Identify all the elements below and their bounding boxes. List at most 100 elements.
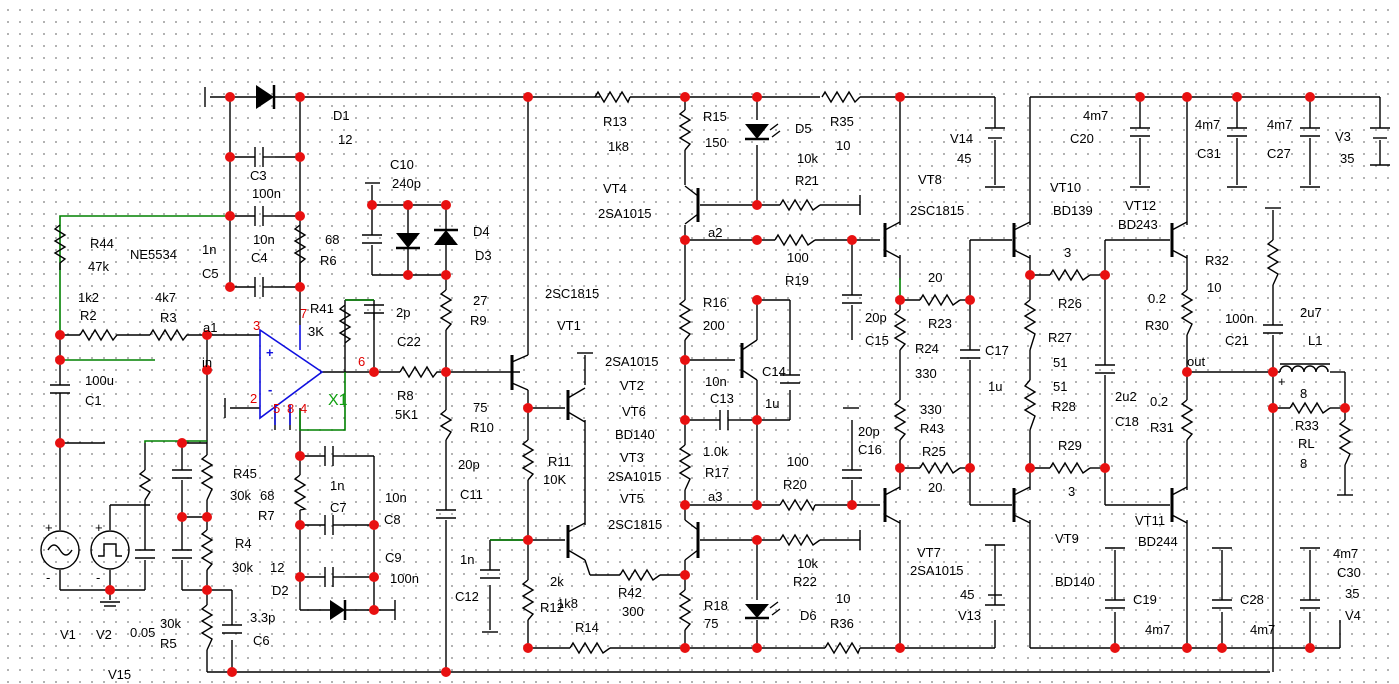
value-c19: 4m7	[1145, 622, 1170, 637]
resistor-r23	[919, 293, 961, 307]
value-c16: 20p	[858, 424, 880, 439]
value-r33: 8	[1300, 386, 1307, 401]
part-vt4: 2SA1015	[598, 206, 652, 221]
part-vt7: 2SA1015	[910, 563, 964, 578]
resistor-r44	[53, 224, 67, 270]
value-r15: 150	[705, 135, 727, 150]
value-d1: 12	[338, 132, 352, 147]
label-r35: R35	[830, 114, 854, 129]
resistor-r15	[678, 109, 692, 151]
label-r22: R22	[793, 574, 817, 589]
label-r25: R25	[922, 444, 946, 459]
value-r17: 1.0k	[703, 444, 728, 459]
value-c21: 100n	[1225, 311, 1254, 326]
label-opamp: NE5534	[130, 247, 177, 262]
label-r11: R11	[548, 454, 571, 469]
value-r35: 10	[836, 138, 850, 153]
label-v1: V1	[60, 627, 76, 642]
value-v3: 35	[1340, 151, 1354, 166]
label-d1: D1	[333, 108, 350, 123]
label-v3: V3	[1335, 129, 1351, 144]
label-v4: V4	[1345, 608, 1361, 623]
resistor-r13	[594, 90, 631, 104]
resistor-r6	[293, 224, 307, 287]
diode-d1	[256, 85, 274, 109]
source-v1	[40, 530, 80, 570]
label-c16: C16	[858, 442, 882, 457]
part-vt6: BD140	[615, 427, 655, 442]
capacitors	[50, 127, 1390, 634]
value-c27: 4m7	[1267, 117, 1292, 132]
value-c7: 1n	[330, 478, 344, 493]
resistor-r43	[893, 399, 907, 441]
label-c12: C12	[455, 589, 479, 604]
label-v13: V13	[958, 608, 981, 623]
value-r10: 75	[473, 400, 487, 415]
label-r32: R32	[1205, 253, 1229, 268]
value-r8: 5K1	[395, 407, 418, 422]
value-c20: 4m7	[1083, 108, 1108, 123]
pin-7: 7	[300, 306, 307, 321]
value-c31: 4m7	[1195, 117, 1220, 132]
value-r26: 3	[1064, 245, 1071, 260]
value-r23: 20	[928, 270, 942, 285]
label-c10: C10	[390, 157, 414, 172]
value-r13: 1k8	[608, 139, 629, 154]
resistor-r21	[779, 198, 821, 212]
label-d5: D5	[795, 121, 812, 136]
value-r31: 0.2	[1150, 394, 1168, 409]
pin-5: 5	[273, 401, 280, 416]
value-r2: 1k2	[78, 290, 99, 305]
label-r41: R41	[310, 301, 334, 316]
label-vt4: VT4	[603, 181, 627, 196]
component-labels: D1 12 C3 100n 10n C4 1n C5 68 R6 R44 47k…	[45, 108, 1361, 682]
label-r42: R42	[618, 585, 642, 600]
label-r43: R43	[920, 421, 944, 436]
resistor-r31	[1180, 399, 1194, 441]
label-c17: C17	[985, 343, 1009, 358]
value-c8: 10n	[385, 490, 407, 505]
part-vt2: 2SA1015	[605, 354, 659, 369]
label-vt5: VT5	[620, 491, 644, 506]
nodes	[55, 92, 1350, 677]
label-d6: D6	[800, 608, 817, 623]
value-c6: 3.3p	[250, 610, 275, 625]
resistor-r17	[678, 444, 692, 491]
resistor-r11	[521, 439, 535, 481]
value-r19: 100	[787, 250, 809, 265]
resistor-r4-upper	[200, 454, 214, 501]
resistor-c21-top	[1266, 239, 1280, 286]
value-c14: 1u	[765, 396, 779, 411]
label-vt10: VT10	[1050, 180, 1081, 195]
label-vt12: VT12	[1125, 198, 1156, 213]
value-c10: 240p	[392, 176, 421, 191]
value-rl: 8	[1300, 456, 1307, 471]
label-c8: C8	[384, 512, 401, 527]
resistor-r22	[779, 533, 821, 547]
part-vt8: 2SC1815	[910, 203, 964, 218]
pin-6: 6	[358, 354, 365, 369]
value-r12: 2k	[550, 574, 564, 589]
resistor-r26	[1049, 268, 1091, 282]
label-vt9: VT9	[1055, 531, 1079, 546]
value-r29: 3	[1068, 484, 1075, 499]
value-r22: 10k	[797, 556, 818, 571]
led-d6	[745, 604, 769, 618]
diode-d2	[330, 600, 345, 620]
label-c27: C27	[1267, 146, 1291, 161]
value-l1: 2u7	[1300, 305, 1322, 320]
value-c18: 2u2	[1115, 389, 1137, 404]
resistor-r12	[521, 579, 535, 621]
label-vt3: VT3	[620, 450, 644, 465]
label-c21: C21	[1225, 333, 1249, 348]
label-r45: R45	[233, 466, 257, 481]
label-c31: C31	[1197, 146, 1221, 161]
value-c9: 100n	[390, 571, 419, 586]
value-r36: 10	[836, 591, 850, 606]
diode-d3	[434, 230, 458, 245]
resistor-r24	[893, 309, 907, 351]
resistor-r35	[821, 90, 861, 104]
value-c22: 2p	[396, 305, 410, 320]
opamp-plus-sign: +	[266, 345, 274, 360]
pin-2: 2	[250, 391, 257, 406]
